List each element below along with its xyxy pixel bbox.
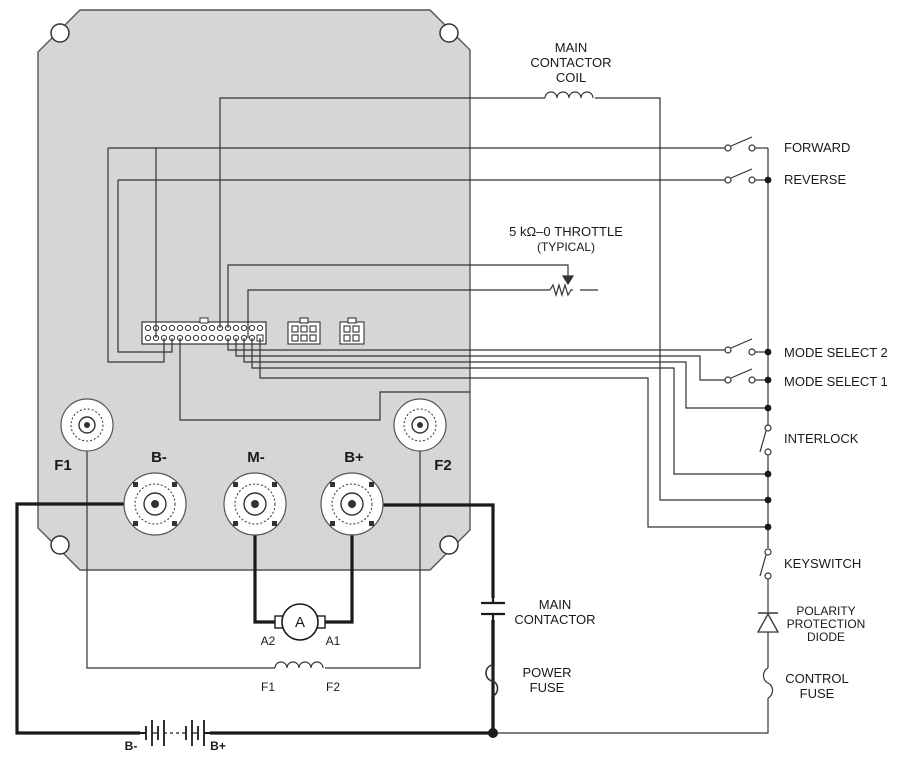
power-fuse-label-2: FUSE [530, 680, 565, 695]
terminal-label-m-minus: M- [247, 449, 265, 466]
main-contactor-label-2: CONTACTOR [514, 612, 595, 627]
terminal-m-minus [223, 472, 287, 536]
terminal-label-b-minus: B- [151, 449, 167, 466]
main-contactor-coil-label-2: CONTACTOR [530, 55, 611, 70]
polarity-diode-symbol [756, 612, 780, 633]
mode-select-2-switch [724, 338, 768, 356]
power-fuse-label-1: POWER [522, 665, 571, 680]
main-contactor-symbol [481, 598, 505, 620]
terminal-f2 [393, 398, 447, 452]
forward-switch [724, 136, 768, 152]
terminal-label-f1: F1 [54, 457, 72, 474]
aux-connector-4pin [339, 317, 365, 345]
control-connector [141, 317, 267, 345]
mode-select-1-label: MODE SELECT 1 [784, 374, 888, 389]
terminal-b-minus [123, 472, 187, 536]
polarity-diode-label-1: POLARITY [796, 604, 855, 618]
control-fuse-label-2: FUSE [800, 686, 835, 701]
interlock-switch [759, 424, 772, 456]
forward-label: FORWARD [784, 140, 850, 155]
control-fuse-symbol [762, 667, 774, 699]
throttle-note-label: (TYPICAL) [537, 240, 595, 254]
battery-minus-label: B- [125, 739, 138, 753]
field-f1-label: F1 [261, 680, 275, 694]
keyswitch-label: KEYSWITCH [784, 556, 861, 571]
polarity-diode-label-3: DIODE [807, 630, 845, 644]
control-wiring [107, 97, 768, 528]
main-contactor-label-1: MAIN [539, 597, 572, 612]
power-junction-dot [488, 728, 498, 738]
battery-symbol [140, 718, 210, 748]
field-f2-label: F2 [326, 680, 340, 694]
power-fuse-symbol [485, 664, 499, 697]
throttle-potentiometer [549, 275, 575, 298]
junction-dots [764, 176, 772, 531]
main-contactor-coil [544, 91, 594, 99]
terminal-f1 [60, 398, 114, 452]
aux-connector-6pin [287, 317, 321, 345]
armature-a2-label: A2 [261, 634, 276, 648]
terminal-label-f2: F2 [434, 457, 452, 474]
reverse-switch [724, 168, 768, 184]
terminal-label-b-plus: B+ [344, 449, 364, 466]
main-contactor-coil-label-1: MAIN [555, 40, 588, 55]
throttle-label: 5 kΩ–0 THROTTLE [509, 224, 623, 239]
mode-select-1-switch [724, 368, 768, 384]
armature-motor [274, 603, 326, 641]
armature-a1-label: A1 [326, 634, 341, 648]
armature-symbol-label: A [295, 614, 305, 631]
terminal-b-plus [320, 472, 384, 536]
polarity-diode-label-2: PROTECTION [787, 617, 866, 631]
battery-plus-label: B+ [210, 739, 226, 753]
reverse-label: REVERSE [784, 172, 846, 187]
keyswitch-switch [759, 548, 772, 580]
field-winding [274, 661, 324, 669]
mode-select-2-label: MODE SELECT 2 [784, 345, 888, 360]
mounting-holes [50, 23, 459, 555]
main-contactor-coil-label-3: COIL [556, 70, 586, 85]
field-wiring [86, 428, 421, 669]
interlock-label: INTERLOCK [784, 431, 859, 446]
control-fuse-label-1: CONTROL [785, 671, 849, 686]
